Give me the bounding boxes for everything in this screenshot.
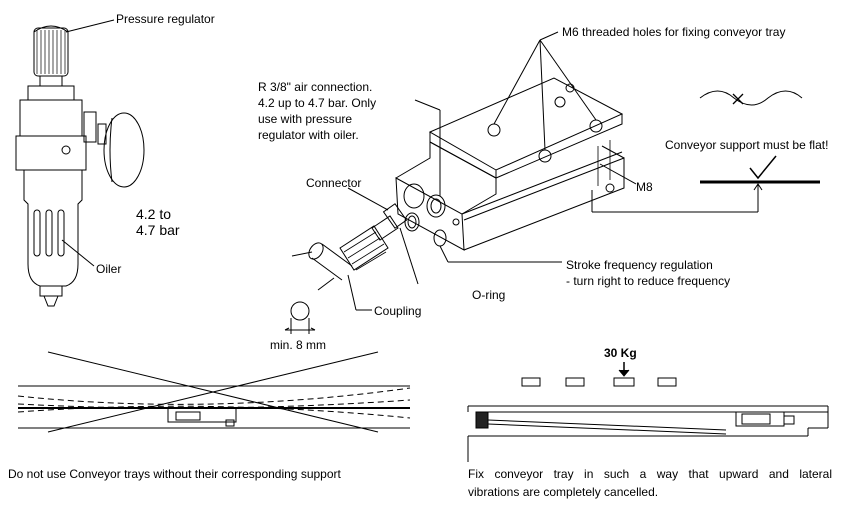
label-m6-holes: M6 threaded holes for fixing conveyor tr… bbox=[562, 25, 786, 39]
label-support-flat: Conveyor support must be flat! bbox=[665, 138, 829, 152]
coupling-drawing bbox=[284, 187, 408, 334]
label-m8: M8 bbox=[636, 180, 653, 194]
label-pressure-range-line1: 4.2 to bbox=[136, 206, 172, 222]
label-pressure-range-line2: 4.7 bar bbox=[136, 222, 180, 238]
fixed-tray-drawing bbox=[467, 362, 829, 462]
label-stroke-frequency-line1: Stroke frequency regulation bbox=[566, 258, 713, 272]
support-flatness-symbols bbox=[699, 90, 820, 184]
caption-fix-tray-line2: vibrations are completely cancelled. bbox=[468, 485, 659, 499]
label-o-ring: O-ring bbox=[472, 288, 506, 302]
check-icon bbox=[749, 155, 777, 180]
cross-icon bbox=[732, 93, 744, 105]
drive-unit-drawing bbox=[395, 31, 763, 285]
label-air-connection-line3: use with pressure bbox=[258, 112, 353, 126]
label-pressure-regulator: Pressure regulator bbox=[116, 12, 215, 26]
label-air-connection-line1: R 3/8" air connection. bbox=[258, 80, 373, 94]
label-stroke-frequency-line2: - turn right to reduce frequency bbox=[566, 274, 731, 288]
label-load: 30 Kg bbox=[604, 346, 637, 360]
caption-fix-tray-line1: Fix conveyor tray in such a way that upw… bbox=[468, 467, 832, 481]
label-air-connection-line4: regulator with oiler. bbox=[258, 128, 359, 142]
label-coupling: Coupling bbox=[374, 304, 422, 318]
label-min-diameter: min. 8 mm bbox=[270, 338, 327, 352]
unsupported-tray-drawing bbox=[17, 351, 411, 433]
label-air-connection-line2: 4.2 up to 4.7 bar. Only bbox=[258, 96, 377, 110]
label-connector: Connector bbox=[306, 176, 362, 190]
label-oiler: Oiler bbox=[96, 262, 122, 276]
pressure-regulator-drawing bbox=[15, 19, 145, 307]
caption-no-support: Do not use Conveyor trays without their … bbox=[8, 467, 341, 481]
